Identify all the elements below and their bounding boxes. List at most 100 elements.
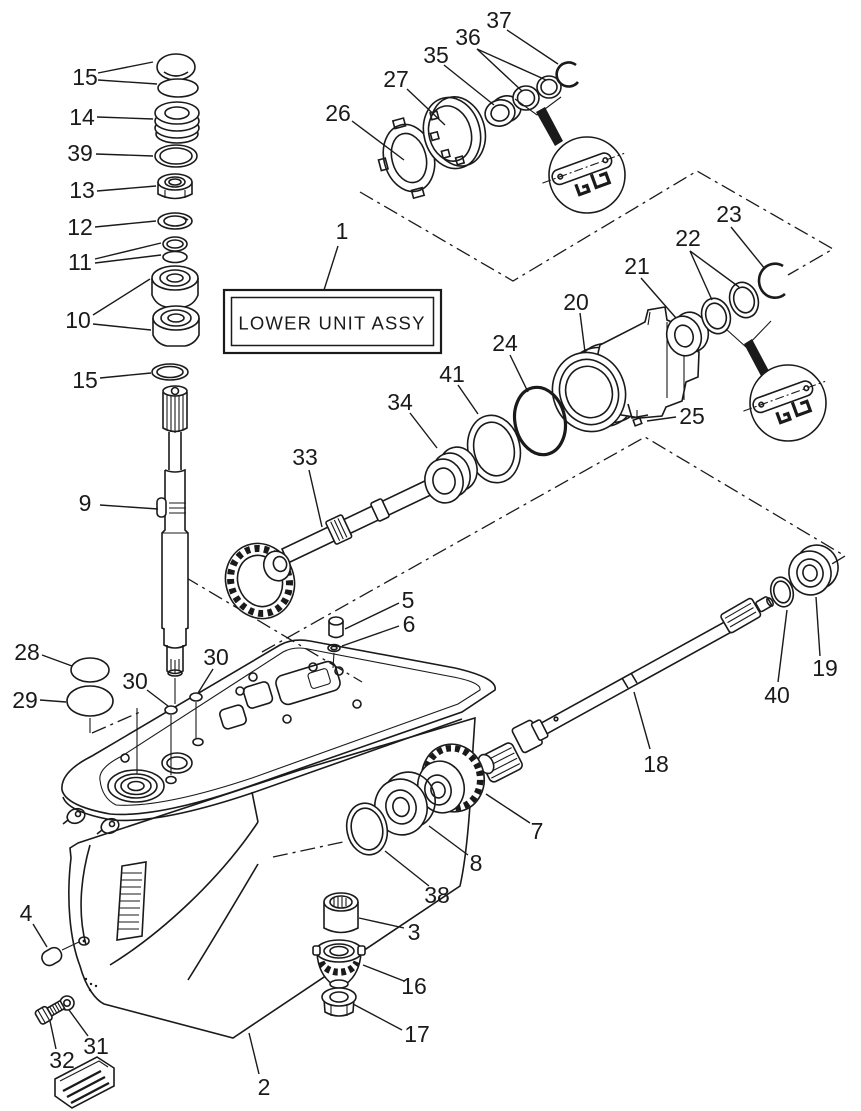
leader-line-31: [68, 1009, 89, 1037]
leader-line-33: [308, 469, 323, 528]
deck-bolt-holes: [120, 662, 362, 785]
callout-31: 31: [83, 1033, 109, 1059]
leader-line-22: [689, 250, 740, 288]
callout-37: 37: [486, 7, 512, 33]
part-22-seals: [700, 281, 760, 335]
leader-line-18: [633, 691, 651, 750]
leader-line-28: [41, 654, 73, 667]
part-10-bearing-lower: [152, 305, 200, 347]
phantom-plane-lines: [261, 170, 847, 653]
part-18-propeller-shaft: [477, 596, 774, 783]
callout-13: 13: [69, 177, 95, 203]
seal-detail-magnifier-2: [725, 320, 827, 442]
part-7-reverse-gear: [416, 743, 486, 814]
leader-line-22: [689, 250, 713, 301]
leader-line-12: [94, 220, 157, 228]
callout-10: 10: [65, 307, 91, 333]
leader-line-34: [409, 412, 438, 449]
part-10-bearing-upper: [151, 265, 199, 308]
leader-line-13: [96, 185, 157, 192]
leader-line-41: [457, 384, 479, 415]
leader-line-15: [97, 61, 154, 74]
callout-20: 20: [563, 289, 589, 315]
callout-layer: 1514391312111015912627353637232221202425…: [12, 7, 838, 1100]
part-8-bearing: [374, 771, 436, 836]
part-11-shim-rings: [162, 236, 188, 264]
callout-9: 9: [79, 490, 92, 516]
callout-35: 35: [423, 42, 449, 68]
leader-line-8: [428, 825, 469, 856]
leader-line-15: [97, 79, 158, 85]
part-19-bearing: [788, 544, 839, 596]
part-23-circlip: [757, 262, 786, 299]
leader-line-36: [476, 48, 523, 92]
callout-30: 30: [122, 668, 148, 694]
callout-38: 38: [424, 882, 450, 908]
part-32-screw: [34, 999, 66, 1025]
trim-tab: [54, 1056, 115, 1109]
leader-line-19: [815, 596, 821, 657]
part-9-drive-shaft: [136, 385, 189, 774]
leader-line-10: [92, 323, 152, 331]
callout-28: 28: [14, 639, 40, 665]
seal-detail-magnifier-1: [514, 96, 626, 214]
callout-21: 21: [624, 253, 650, 279]
leader-line-39: [95, 153, 154, 157]
leader-line-36: [476, 48, 547, 81]
part-37-circlip: [555, 61, 580, 88]
part-15-cap: [156, 53, 199, 98]
callout-16: 16: [401, 973, 427, 999]
leader-line-11: [94, 242, 162, 260]
leader-line-14: [96, 116, 154, 120]
leader-line-7: [485, 793, 531, 824]
callout-5: 5: [402, 587, 415, 613]
callout-6: 6: [403, 611, 416, 637]
part-41-gasket-ring: [466, 414, 522, 484]
part-6-ring: [327, 643, 341, 669]
callout-34: 34: [387, 389, 413, 415]
callout-14: 14: [69, 104, 95, 130]
callout-24: 24: [492, 330, 518, 356]
leader-line-2: [248, 1032, 260, 1075]
callout-12: 12: [67, 214, 93, 240]
leader-line-30: [146, 689, 169, 707]
part-5-pin: [328, 616, 344, 639]
part-4-plug: [41, 941, 80, 967]
part-17-nut: [321, 987, 357, 1017]
callout-17: 17: [404, 1021, 430, 1047]
leader-line-11: [94, 254, 162, 264]
callout-1: 1: [336, 218, 349, 244]
leader-line-26: [351, 120, 405, 161]
leader-line-1: [323, 245, 339, 291]
leader-line-21: [640, 277, 677, 319]
leader-line-40: [777, 609, 788, 683]
part-13-nut: [157, 173, 193, 200]
leader-line-29: [39, 699, 67, 703]
driveshaft-stack-parts: [151, 53, 200, 381]
callout-36: 36: [455, 24, 481, 50]
leader-line-3: [358, 917, 405, 929]
callout-40: 40: [764, 682, 790, 708]
part-16-pinion-gear: [312, 939, 366, 989]
phantom-axis-lines: [91, 576, 363, 858]
leader-line-6: [341, 625, 400, 647]
callout-15: 15: [72, 367, 98, 393]
leader-line-35: [443, 64, 495, 106]
part-30-dowel-pins: [164, 692, 203, 775]
callout-39: 39: [67, 140, 93, 166]
part-3-needle-bearing: [323, 892, 359, 934]
leader-line-23: [730, 226, 766, 270]
leader-line-16: [362, 964, 405, 982]
callout-19: 19: [812, 655, 838, 681]
leader-line-5: [344, 602, 400, 630]
assembly-label-box: LOWER UNIT ASSY: [222, 288, 443, 355]
callout-23: 23: [716, 201, 742, 227]
callout-2: 2: [258, 1074, 271, 1100]
callout-18: 18: [643, 751, 669, 777]
leader-line-4: [32, 923, 48, 948]
callout-8: 8: [470, 850, 483, 876]
gearcase-deck: [61, 639, 496, 835]
leader-line-17: [352, 1003, 403, 1031]
part-25-pin: [632, 410, 643, 427]
